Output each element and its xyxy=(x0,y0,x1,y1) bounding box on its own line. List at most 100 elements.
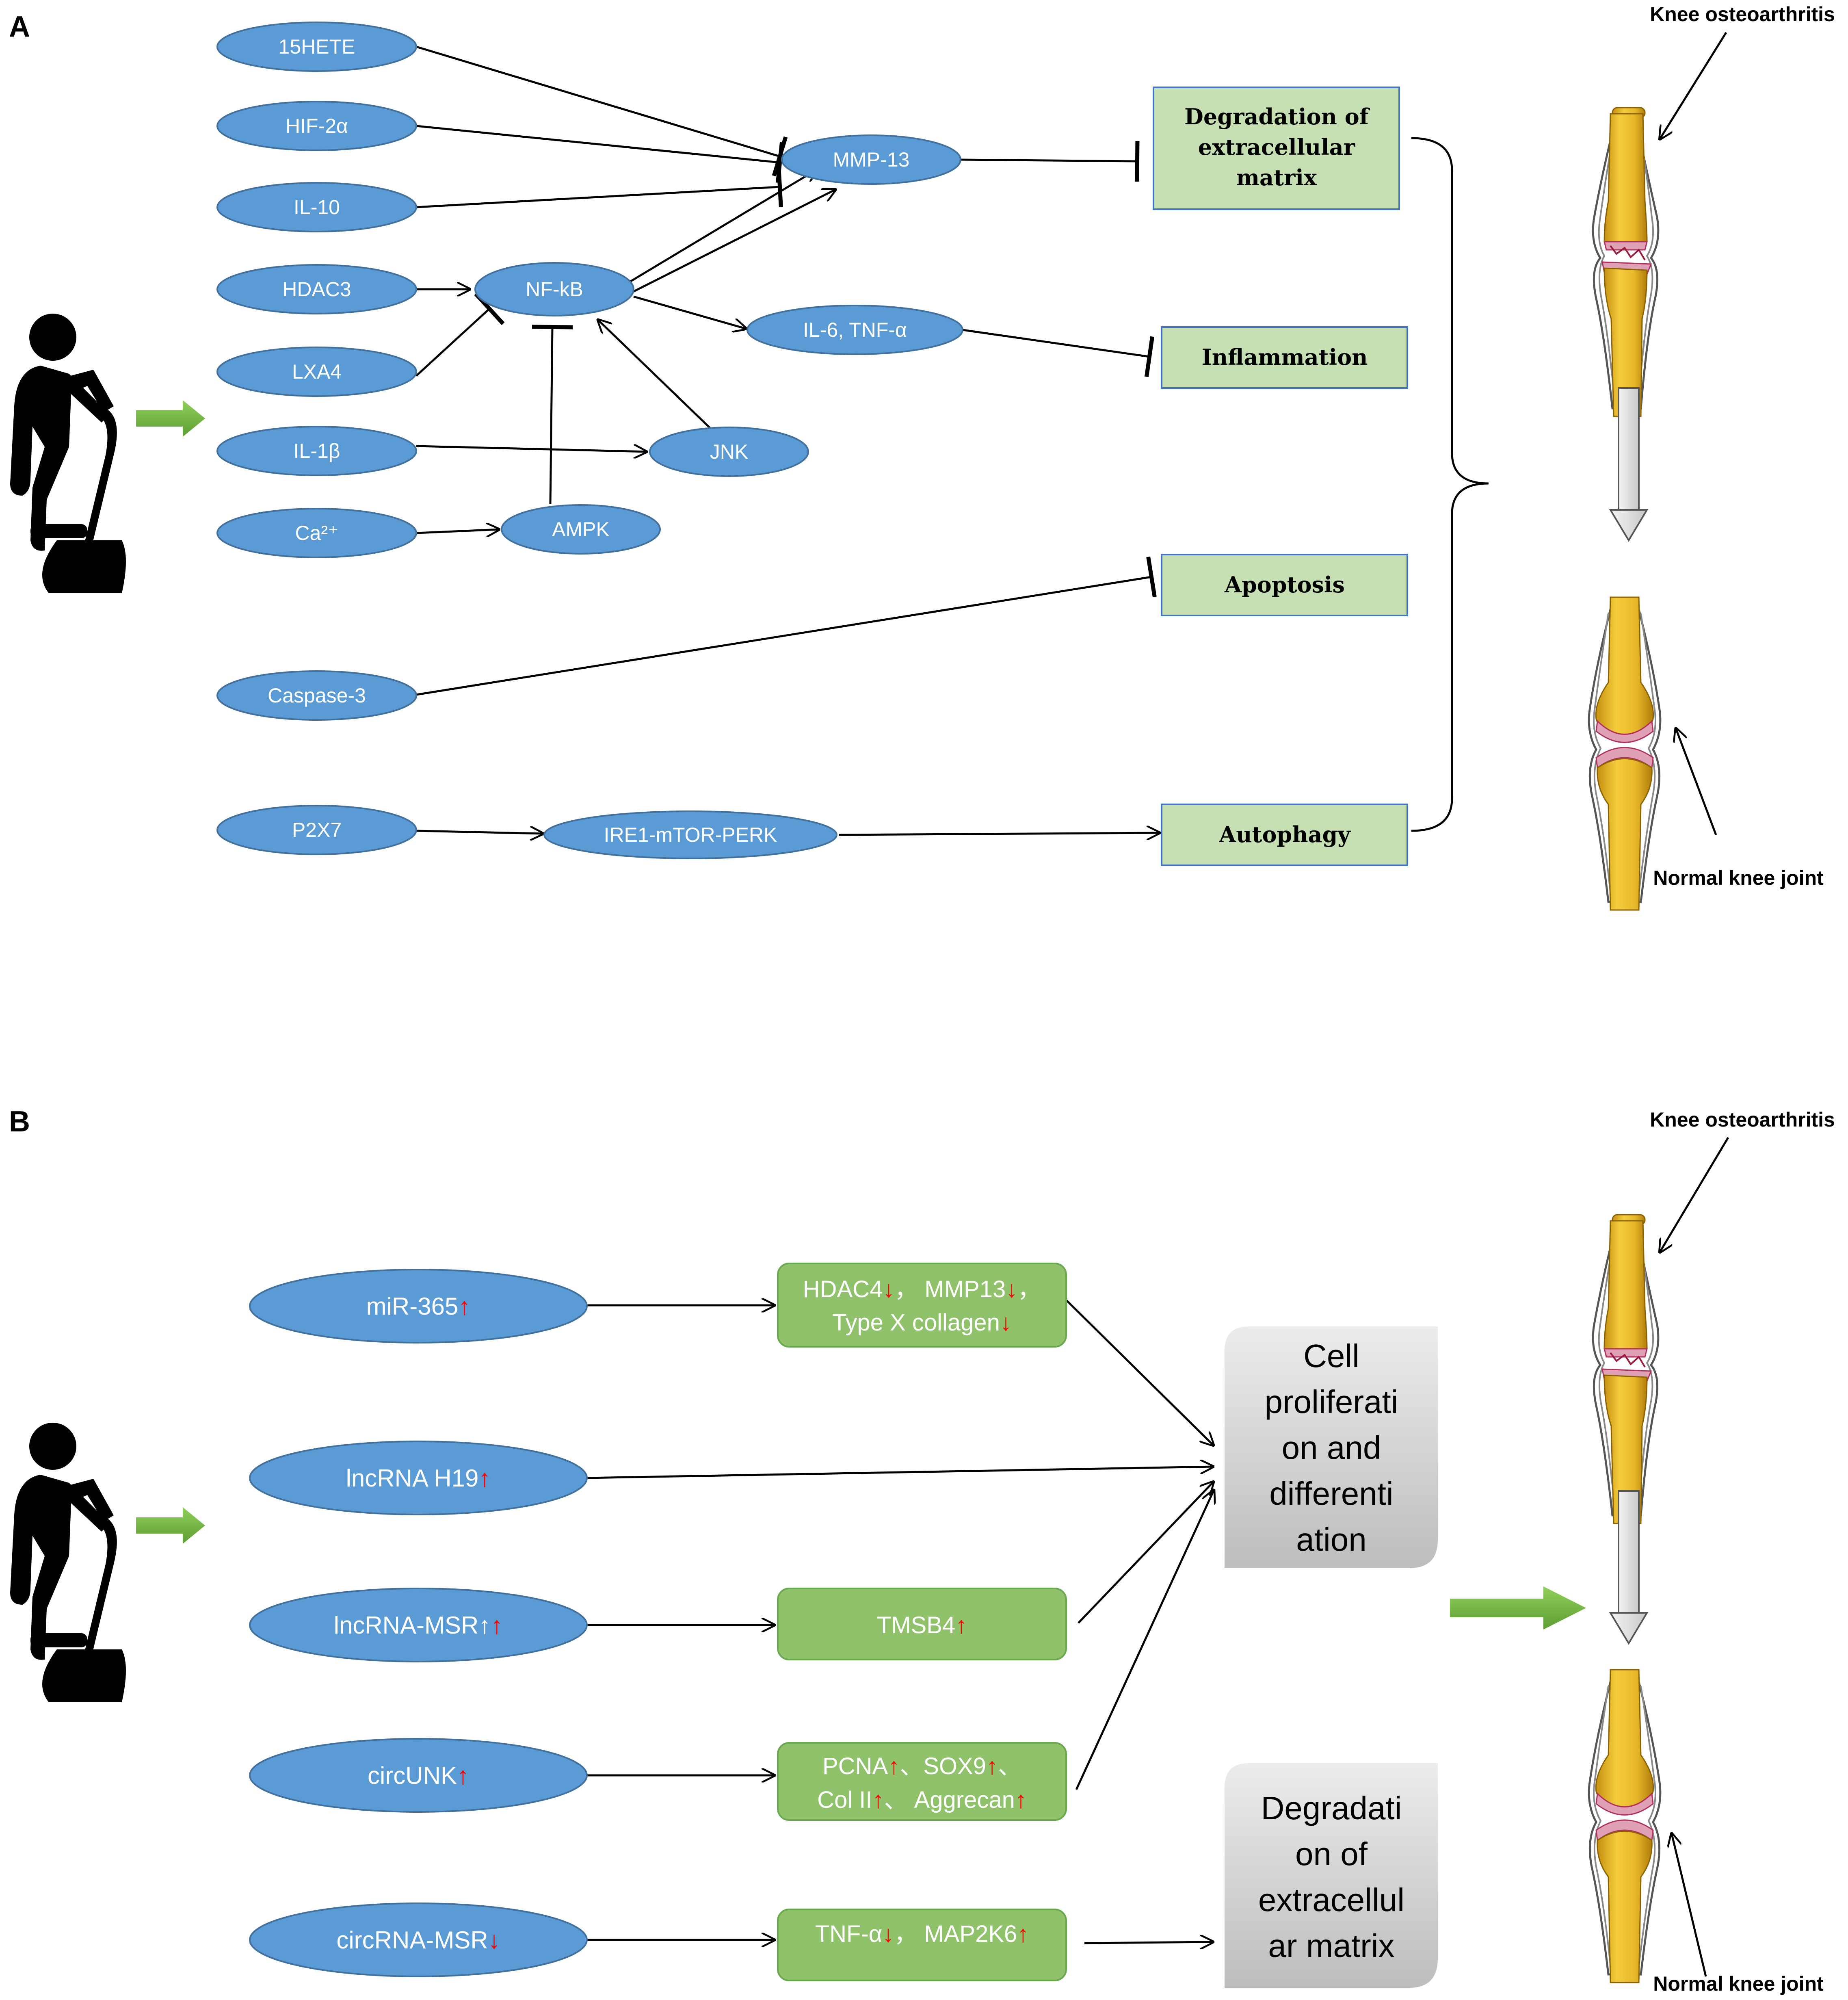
svg-text:matrix: matrix xyxy=(1236,165,1317,191)
target-hdac4-mmp13-collagen: HDAC4↓， MMP13↓， Type X collagen↓ xyxy=(777,1263,1067,1348)
node-mir365: miR-365↑ xyxy=(249,1269,588,1343)
node-ca2: Ca²⁺ xyxy=(216,508,417,558)
svg-text:HIF-2α: HIF-2α xyxy=(286,115,348,137)
knee-osteoarthritis-illustration xyxy=(1593,108,1658,416)
svg-text:NF-kB: NF-kB xyxy=(526,278,583,301)
target-1-line-1: HDAC4↓， MMP13↓， xyxy=(803,1276,1041,1302)
normal-knee-joint-illustration-b xyxy=(1589,1670,1660,1983)
svg-text:Cell: Cell xyxy=(1303,1338,1359,1374)
node-il10: IL-10 xyxy=(216,182,417,232)
svg-text:LXA4: LXA4 xyxy=(292,360,342,383)
node-lxa4: LXA4 xyxy=(216,347,417,397)
elliptical-trainer-person-icon xyxy=(10,314,126,593)
node-hdac3: HDAC3 xyxy=(216,264,417,314)
node-il6-tnfa: IL-6, TNF-α xyxy=(747,305,963,355)
svg-text:Caspase-3: Caspase-3 xyxy=(268,684,366,707)
green-arrow-icon-b xyxy=(136,1507,205,1544)
target-tmsb4: TMSB4↑ xyxy=(777,1588,1067,1660)
target-tnfa-map2k6: TNF-α↓， MAP2K6↑ xyxy=(777,1909,1067,1981)
normal-knee-pointer-b xyxy=(1671,1832,1707,1977)
svg-text:proliferati: proliferati xyxy=(1264,1384,1398,1420)
node-ire1-mtor-perk: IRE1-mTOR-PERK xyxy=(543,810,837,859)
svg-text:extracellular: extracellular xyxy=(1198,134,1355,160)
target-4-line-1: TNF-α↓， MAP2K6↑ xyxy=(815,1921,1029,1947)
svg-text:IL-6, TNF-α: IL-6, TNF-α xyxy=(803,319,907,341)
node-jnk: JNK xyxy=(649,427,809,477)
svg-text:P2X7: P2X7 xyxy=(292,819,342,841)
outcome-autophagy: Autophagy xyxy=(1161,804,1408,866)
normal-knee-label-a: Normal knee joint xyxy=(1653,867,1824,889)
target-1-line-2: Type X collagen↓ xyxy=(832,1309,1012,1336)
elliptical-trainer-person-icon-b xyxy=(10,1423,126,1702)
target-pcna-sox9-col2-aggrecan: PCNA↑、SOX9↑、 Col II↑、 Aggrecan↑ xyxy=(777,1742,1067,1821)
panel-a-outcomes: Degradation of extracellular matrix Infl… xyxy=(1153,87,1408,866)
node-circunk: circUNK↑ xyxy=(249,1738,588,1813)
svg-text:miR-365↑: miR-365↑ xyxy=(366,1293,471,1320)
svg-text:Apoptosis: Apoptosis xyxy=(1224,572,1345,598)
normal-knee-pointer-a xyxy=(1675,727,1717,835)
svg-text:IRE1-mTOR-PERK: IRE1-mTOR-PERK xyxy=(604,823,777,846)
panel-b-connectors xyxy=(586,1300,1214,1943)
panel-a-label: A xyxy=(9,11,30,43)
svg-text:ation: ation xyxy=(1296,1521,1366,1558)
svg-text:on and: on and xyxy=(1282,1430,1381,1466)
panel-b-nodes: miR-365↑ lncRNA H19↑ lncRNA-MSR↑↑ circUN… xyxy=(249,1269,588,1977)
knee-oa-pointer-a xyxy=(1659,32,1727,140)
panel-b-targets: HDAC4↓， MMP13↓， Type X collagen↓ TMSB4↑ … xyxy=(777,1263,1067,1981)
outcome-degradation-ecm-b: Degradati on of extracellul ar matrix xyxy=(1225,1763,1438,1988)
svg-text:AMPK: AMPK xyxy=(552,518,610,541)
panel-b-outcomes: Cell proliferati on and differenti ation… xyxy=(1225,1326,1438,1988)
svg-text:extracellul: extracellul xyxy=(1258,1882,1404,1918)
normal-knee-joint-illustration xyxy=(1589,597,1660,910)
knee-oa-label-a: Knee osteoarthritis xyxy=(1650,3,1835,26)
green-right-arrow-icon xyxy=(1450,1586,1586,1629)
svg-text:circRNA-MSR↓: circRNA-MSR↓ xyxy=(336,1926,500,1954)
panel-a-nodes: 15HETE HIF-2α IL-10 HDAC3 LXA4 IL-1β Ca²… xyxy=(216,22,963,859)
target-3-line-1: PCNA↑、SOX9↑、 xyxy=(822,1753,1021,1779)
knee-osteoarthritis-illustration-b xyxy=(1593,1215,1658,1523)
outcome-degradation-ecm: Degradation of extracellular matrix xyxy=(1153,87,1400,210)
grey-down-arrow-head-a xyxy=(1609,509,1649,542)
node-nfkb: NF-kB xyxy=(474,262,634,316)
grey-down-arrow-shaft-b xyxy=(1618,1490,1640,1614)
node-15hete: 15HETE xyxy=(216,22,417,72)
node-lncrna-h19: lncRNA H19↑ xyxy=(249,1441,588,1515)
svg-text:15HETE: 15HETE xyxy=(279,35,355,58)
grey-down-arrow-shaft-a xyxy=(1618,387,1640,511)
svg-text:ar matrix: ar matrix xyxy=(1268,1928,1394,1964)
node-il1b: IL-1β xyxy=(216,426,417,476)
svg-text:Inflammation: Inflammation xyxy=(1202,344,1368,370)
svg-text:on of: on of xyxy=(1295,1836,1368,1872)
node-ampk: AMPK xyxy=(501,504,661,555)
svg-text:lncRNA-MSR↑↑: lncRNA-MSR↑↑ xyxy=(334,1612,503,1639)
svg-text:IL-1β: IL-1β xyxy=(294,440,340,462)
green-arrow-icon xyxy=(136,400,205,437)
svg-text:Degradation of: Degradation of xyxy=(1184,104,1370,130)
node-lncrna-msr: lncRNA-MSR↑↑ xyxy=(249,1588,588,1662)
svg-text:Degradati: Degradati xyxy=(1261,1790,1402,1826)
svg-text:circUNK↑: circUNK↑ xyxy=(368,1762,469,1789)
outcome-inflammation: Inflammation xyxy=(1161,326,1408,389)
svg-text:MMP-13: MMP-13 xyxy=(833,148,910,171)
svg-text:IL-10: IL-10 xyxy=(294,196,340,219)
svg-text:Ca²⁺: Ca²⁺ xyxy=(295,522,339,544)
svg-text:JNK: JNK xyxy=(710,440,748,463)
svg-text:lncRNA H19↑: lncRNA H19↑ xyxy=(346,1465,491,1492)
svg-text:HDAC3: HDAC3 xyxy=(282,278,351,301)
target-3-line-2: Col II↑、 Aggrecan↑ xyxy=(817,1787,1027,1813)
knee-oa-label-b: Knee osteoarthritis xyxy=(1650,1108,1835,1131)
target-2-line-1: TMSB4↑ xyxy=(877,1612,967,1638)
node-circrna-msr: circRNA-MSR↓ xyxy=(249,1902,588,1977)
node-caspase3: Caspase-3 xyxy=(216,670,417,721)
node-mmp13: MMP-13 xyxy=(781,134,961,185)
node-p2x7: P2X7 xyxy=(216,805,417,855)
knee-oa-pointer-b xyxy=(1659,1137,1729,1253)
svg-text:Autophagy: Autophagy xyxy=(1218,821,1351,847)
grey-down-arrow-head-b xyxy=(1609,1612,1649,1645)
panel-b-label: B xyxy=(9,1105,30,1138)
panel-a-connectors xyxy=(415,46,1489,835)
node-hif2a: HIF-2α xyxy=(216,101,417,151)
svg-text:differenti: differenti xyxy=(1269,1476,1393,1512)
outcome-cell-proliferation: Cell proliferati on and differenti ation xyxy=(1225,1326,1438,1568)
